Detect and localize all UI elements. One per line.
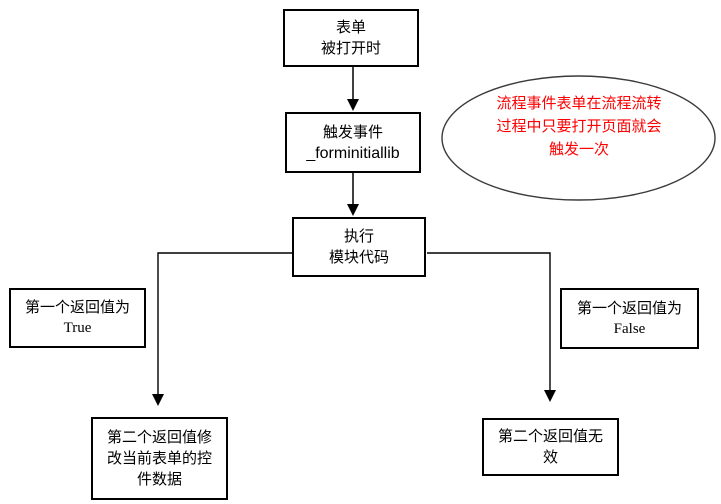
- flow-note-line1: 流程事件表单在流程流转: [496, 95, 662, 112]
- node-second-return-invalid-line2: 效: [542, 449, 558, 466]
- node-first-return-true-line2: True: [63, 320, 92, 336]
- node-execute-module: 执行 模块代码: [292, 217, 426, 277]
- node-form-opened-line2: 被打开时: [320, 40, 381, 57]
- node-execute-module-line1: 执行: [343, 228, 374, 245]
- node-form-opened-line1: 表单: [335, 19, 366, 36]
- arrow-execute-to-modify-line: [157, 252, 292, 395]
- node-second-return-modify: 第二个返回值修 改当前表单的控 件数据: [91, 417, 228, 500]
- flow-note-line2: 过程中只要打开页面就会: [496, 118, 662, 135]
- node-second-return-invalid: 第二个返回值无 效: [482, 418, 619, 476]
- node-form-opened: 表单 被打开时: [283, 9, 419, 67]
- node-second-return-invalid-line1: 第二个返回值无: [497, 428, 603, 445]
- arrow-trigger-to-execute-head: [347, 204, 359, 216]
- node-trigger-event-line2: _forminitiallib: [306, 144, 400, 162]
- node-first-return-false-line2: False: [613, 320, 646, 337]
- arrow-execute-to-invalid-head: [544, 390, 556, 402]
- node-trigger-event-line1: 触发事件: [322, 123, 383, 141]
- node-first-return-false-line1: 第一个返回值为: [576, 299, 682, 317]
- flow-note: 流程事件表单在流程流转 过程中只要打开页面就会 触发一次: [445, 92, 713, 161]
- arrow-execute-to-invalid-line: [427, 252, 551, 391]
- node-second-return-modify-line1: 第二个返回值修: [106, 429, 212, 446]
- node-second-return-modify-line3: 件数据: [136, 471, 182, 488]
- node-trigger-event: 触发事件 _forminitiallib: [285, 112, 421, 173]
- arrow-execute-to-modify-head: [152, 394, 164, 406]
- node-second-return-modify-line2: 改当前表单的控: [106, 450, 212, 467]
- node-first-return-false: 第一个返回值为 False: [560, 288, 699, 349]
- node-execute-module-line2: 模块代码: [328, 249, 389, 266]
- node-first-return-true-line1: 第一个返回值为: [24, 299, 130, 316]
- arrow-form-to-trigger-head: [347, 99, 359, 111]
- node-first-return-true: 第一个返回值为 True: [9, 288, 146, 348]
- flow-note-line3: 触发一次: [548, 141, 609, 158]
- note-ellipse-outline: [441, 75, 716, 201]
